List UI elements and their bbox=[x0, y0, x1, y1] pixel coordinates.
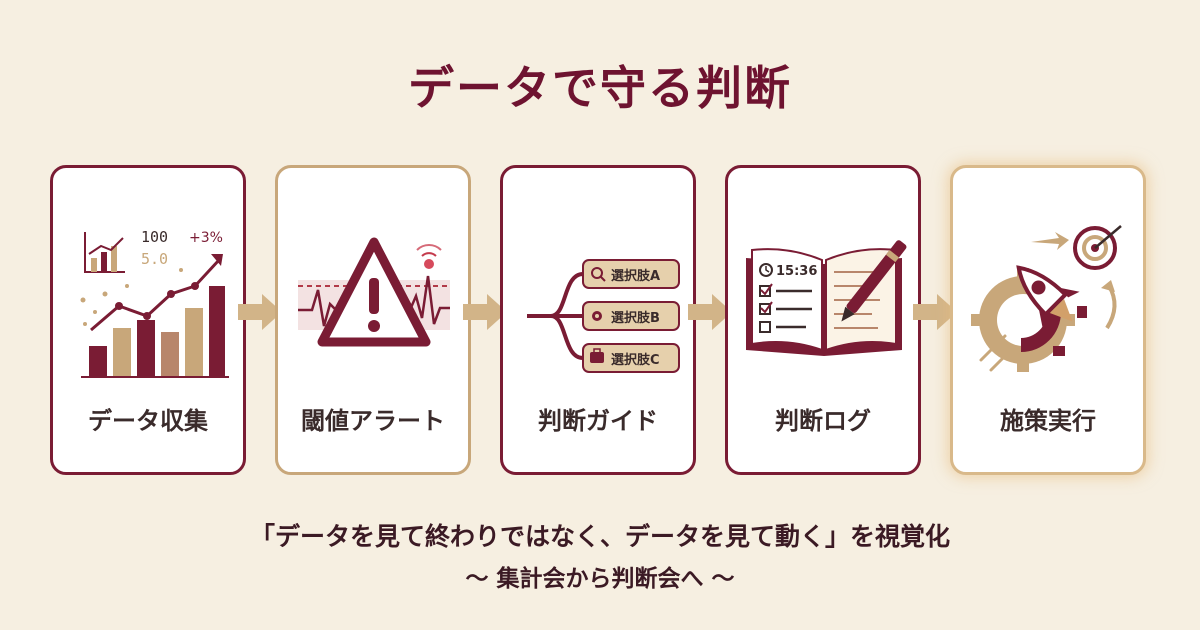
step-label: データ収集 bbox=[88, 407, 208, 435]
step-card-data-collection: 100 5.0 +3% データ収集 bbox=[50, 165, 246, 475]
alert-warning-icon bbox=[298, 237, 450, 347]
notebook-log-icon: 15:36 bbox=[746, 240, 907, 356]
option-b: 選択肢B bbox=[582, 301, 680, 331]
step-card-execution: 施策実行 bbox=[950, 165, 1146, 475]
arrow-right-icon bbox=[238, 294, 282, 330]
option-label: 選択肢C bbox=[611, 352, 660, 368]
arrow-right-icon bbox=[688, 294, 732, 330]
step-label: 閾値アラート bbox=[301, 407, 445, 435]
bar-chart-icon: 100 5.0 +3% bbox=[80, 228, 229, 378]
step-label: 施策実行 bbox=[1000, 407, 1096, 435]
subline: ～ 集計会から判断会へ ～ bbox=[465, 566, 735, 592]
rocket-gear-icon bbox=[971, 225, 1122, 372]
metric-number-1: 100 bbox=[141, 228, 168, 246]
step-label: 判断ガイド bbox=[538, 407, 658, 435]
option-label: 選択肢A bbox=[611, 268, 660, 284]
log-time: 15:36 bbox=[776, 264, 817, 279]
step-card-threshold-alert: 閾値アラート bbox=[275, 165, 471, 475]
branch-options-icon: 選択肢A 選択肢B 選択肢C bbox=[527, 259, 680, 373]
arrow-right-icon bbox=[913, 294, 957, 330]
metric-number-2: 5.0 bbox=[141, 250, 168, 268]
arrow-right-icon bbox=[463, 294, 507, 330]
step-label: 判断ログ bbox=[775, 407, 871, 435]
option-label: 選択肢B bbox=[611, 310, 660, 326]
page-title: データで守る判断 bbox=[408, 61, 792, 115]
step-card-decision-guide: 選択肢A 選択肢B 選択肢C 判断ガイド bbox=[500, 165, 696, 475]
option-a: 選択肢A bbox=[582, 259, 680, 289]
step-card-decision-log: 15:36 判断ログ bbox=[725, 165, 921, 475]
metric-delta: +3% bbox=[189, 230, 223, 246]
tagline: 「データを見て終わりではなく、データを見て動く」を視覚化 bbox=[249, 522, 950, 551]
option-c: 選択肢C bbox=[582, 343, 680, 373]
